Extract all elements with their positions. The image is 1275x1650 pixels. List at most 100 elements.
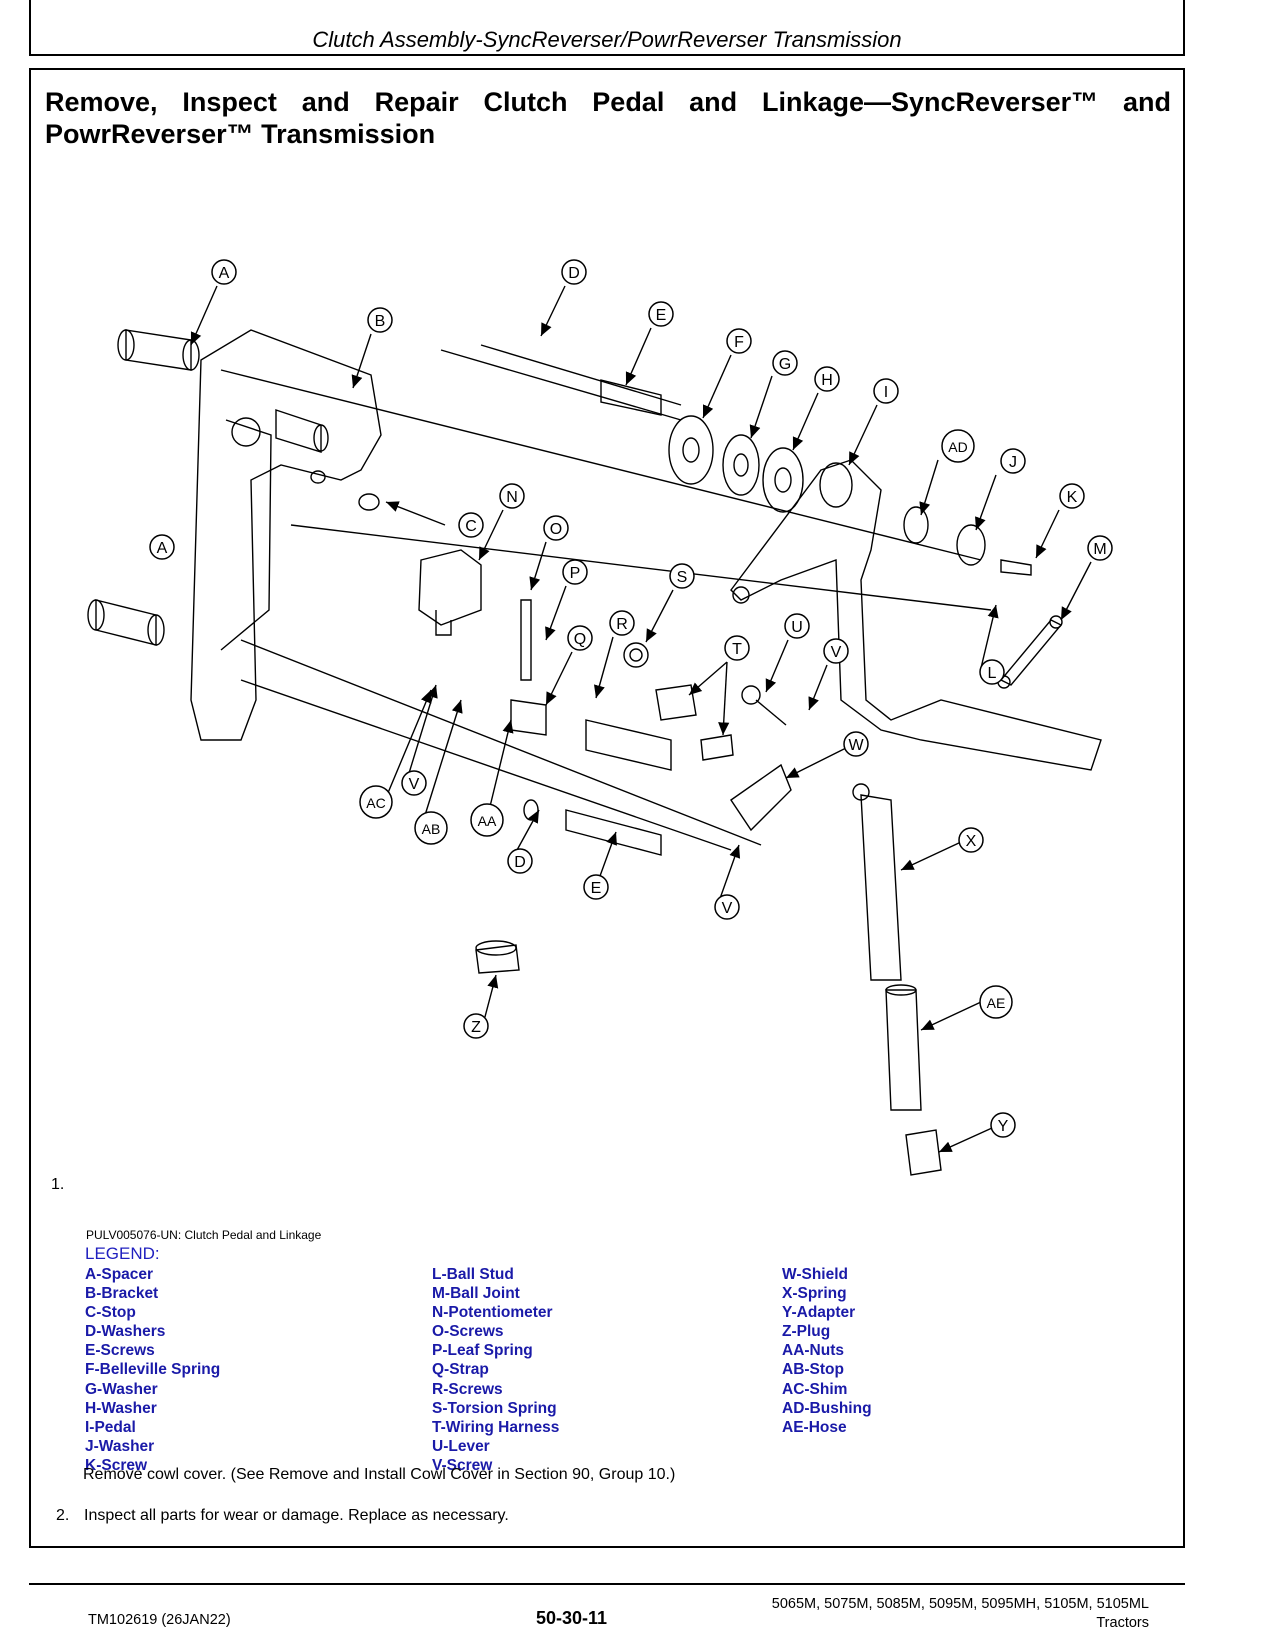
legend-item: AB-Stop — [782, 1361, 844, 1379]
figure-caption: PULV005076-UN: Clutch Pedal and Linkage — [86, 1228, 322, 1242]
legend-item: R-Screws — [432, 1380, 503, 1398]
callout-i: I — [884, 384, 888, 401]
legend-item: G-Washer — [85, 1380, 158, 1398]
callout-t: T — [732, 641, 742, 658]
callout-c: C — [465, 518, 477, 535]
legend-column-2: L-Ball Stud M-Ball Joint N-Potentiometer… — [432, 1265, 559, 1475]
callout-w: W — [848, 737, 864, 754]
footer-model-list: 5065M, 5075M, 5085M, 5095M, 5095MH, 5105… — [771, 1596, 1149, 1612]
callout-r: R — [616, 616, 628, 633]
callout-v-left: V — [409, 776, 420, 793]
callout-f: F — [734, 334, 744, 351]
legend-item: V-Screw — [432, 1456, 493, 1474]
callout-a-left: A — [157, 540, 168, 557]
potentiometer-shape — [418, 549, 482, 626]
hose-shape — [885, 989, 922, 1111]
legend-item: B-Bracket — [85, 1285, 159, 1303]
step-2-number: 2. — [56, 1507, 70, 1524]
callout-ad: AD — [948, 439, 967, 455]
legend-item: Z-Plug — [782, 1323, 831, 1341]
callout-b: B — [375, 313, 386, 330]
legend-item: H-Washer — [85, 1399, 157, 1417]
callout-v-right: V — [831, 644, 842, 661]
callout-l: L — [988, 665, 997, 682]
callout-e-top: E — [656, 307, 667, 324]
belleville-spring-shape — [668, 415, 714, 485]
callout-s: S — [677, 569, 688, 586]
legend-item: AD-Bushing — [782, 1399, 872, 1417]
shield-shape — [730, 763, 792, 832]
section-title: Clutch Assembly-SyncReverser/PowrReverse… — [312, 27, 902, 52]
legend-item: N-Potentiometer — [432, 1304, 553, 1322]
callout-ae: AE — [987, 995, 1006, 1011]
header-box: Clutch Assembly-SyncReverser/PowrReverse… — [29, 0, 1185, 56]
adapter-shape — [905, 1129, 942, 1176]
footer-product: Tractors — [1096, 1615, 1149, 1631]
legend-item: AE-Hose — [782, 1418, 847, 1436]
legend-item: P-Leaf Spring — [432, 1342, 533, 1360]
spacer-left — [95, 599, 157, 646]
legend-item: K-Screw — [85, 1456, 148, 1474]
callout-g: G — [779, 356, 791, 373]
callout-d-bottom: D — [514, 854, 526, 871]
callout-x: X — [966, 833, 977, 850]
callout-k: K — [1067, 489, 1078, 506]
legend-item: C-Stop — [85, 1304, 136, 1322]
legend-item: X-Spring — [782, 1285, 847, 1303]
plug-shape — [475, 944, 520, 974]
callout-v-bottom: V — [722, 900, 733, 917]
legend-column-1: A-Spacer B-Bracket C-Stop D-Washers E-Sc… — [85, 1265, 220, 1475]
legend-item: S-Torsion Spring — [432, 1399, 557, 1417]
step-2-text: Inspect all parts for wear or damage. Re… — [84, 1507, 509, 1524]
legend-item: T-Wiring Harness — [432, 1418, 560, 1436]
legend-item: A-Spacer — [85, 1266, 154, 1283]
legend-item: W-Shield — [782, 1266, 848, 1283]
legend-item: O-Screws — [432, 1323, 504, 1341]
legend-item: AC-Shim — [782, 1380, 848, 1398]
footer-divider — [29, 1583, 1185, 1585]
callout-ab: AB — [422, 821, 441, 837]
footer-page-number: 50-30-11 — [536, 1608, 608, 1628]
pedal-shape — [730, 459, 1102, 771]
legend-item: E-Screws — [85, 1342, 155, 1360]
callout-p: P — [570, 565, 581, 582]
legend-item: M-Ball Joint — [432, 1285, 520, 1303]
callout-q: Q — [574, 631, 586, 648]
legend-item: J-Washer — [85, 1437, 155, 1455]
callout-u: U — [791, 619, 803, 636]
callout-h: H — [821, 372, 833, 389]
legend-item: D-Washers — [85, 1323, 166, 1341]
step-1-text: Remove cowl cover. (See Remove and Insta… — [83, 1466, 676, 1483]
callout-aa: AA — [478, 813, 497, 829]
legend-item: Q-Strap — [432, 1361, 489, 1379]
callout-d-top: D — [568, 265, 580, 282]
footer-models: 5065M, 5075M, 5085M, 5095M, 5095MH, 5105… — [772, 1595, 1149, 1633]
extension-spring-shape — [860, 794, 902, 981]
ball-joint-shape — [999, 619, 1063, 686]
callout-a-top: A — [219, 265, 230, 282]
legend-column-3: W-Shield X-Spring Y-Adapter Z-Plug AA-Nu… — [782, 1265, 872, 1437]
legend-item: L-Ball Stud — [432, 1266, 514, 1283]
legend-title: LEGEND: — [85, 1244, 160, 1263]
legend-item: I-Pedal — [85, 1418, 136, 1436]
bracket-shape — [190, 329, 382, 741]
callout-j: J — [1009, 454, 1017, 471]
exploded-view-diagram: A B C D E F G H I AD J K M L N O P S Q R… — [87, 259, 1113, 1176]
callout-o: O — [550, 521, 562, 538]
callout-y: Y — [998, 1118, 1009, 1135]
callout-z: Z — [471, 1019, 481, 1036]
callout-m: M — [1093, 541, 1106, 558]
legend-item: U-Lever — [432, 1437, 490, 1455]
page-title: Remove, Inspect and Repair Clutch Pedal … — [45, 87, 1171, 149]
legend-item: AA-Nuts — [782, 1342, 844, 1360]
main-content: Remove, Inspect and Repair Clutch Pedal … — [29, 68, 1185, 1548]
callout-ac: AC — [366, 795, 385, 811]
callout-e-bottom: E — [591, 880, 602, 897]
step-1-number: 1. — [51, 1176, 65, 1193]
footer-doc-id: TM102619 (26JAN22) — [88, 1612, 231, 1628]
spacer-top — [125, 329, 192, 371]
legend-item: Y-Adapter — [782, 1304, 856, 1322]
step-2: 2. Inspect all parts for wear or damage. … — [56, 1507, 509, 1525]
callout-n: N — [506, 489, 518, 506]
legend-item: F-Belleville Spring — [85, 1361, 221, 1379]
